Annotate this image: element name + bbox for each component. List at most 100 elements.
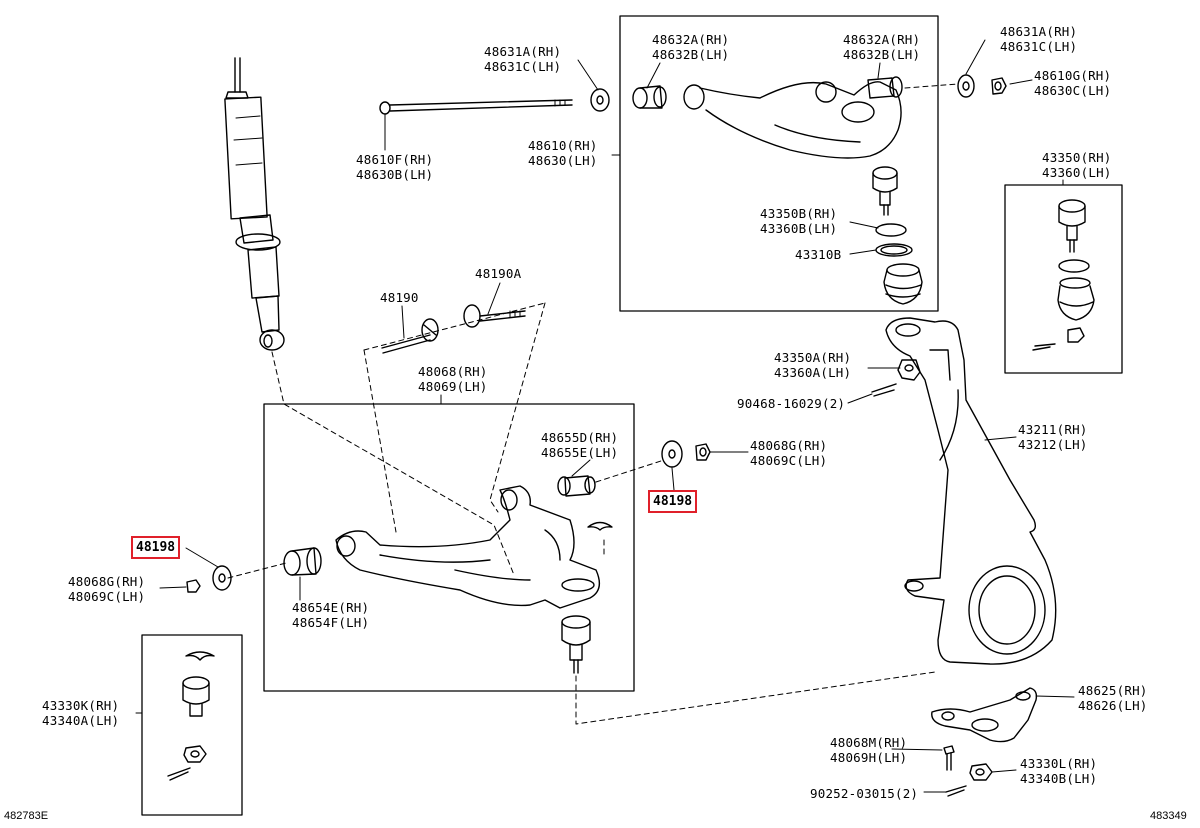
shock-absorber: [224, 57, 285, 351]
label-line: 43330L(RH): [1020, 756, 1098, 771]
label-line: 48190: [380, 290, 419, 305]
label-line: 43340A(LH): [42, 713, 120, 728]
label-upper-arm-bolt: 48610F(RH)48630B(LH): [356, 152, 433, 182]
knuckle-nut: [897, 359, 921, 381]
snap-ring-lower: [587, 521, 613, 531]
label-line: 48068G(RH): [750, 438, 828, 453]
label-cotter-pin-1: 90468-16029(2): [737, 396, 845, 411]
kit-ball-joint: [1032, 199, 1095, 351]
label-line: 48630(LH): [528, 153, 598, 168]
label-ball-joint-kit: 43350(RH)43360(LH): [1042, 150, 1112, 180]
label-lower-arm: 48068(RH)48069(LH): [418, 364, 488, 394]
cotter-pin-2: [945, 785, 967, 797]
label-upper-ball-joint: 43350B(RH)43360B(LH): [760, 206, 837, 236]
illustration-code-right: 483349: [1150, 810, 1187, 822]
label-lower-nut: 43330L(RH)43340B(LH): [1020, 756, 1097, 786]
label-upper-nut: 48610G(RH)48630C(LH): [1034, 68, 1111, 98]
label-line: 48068(RH): [418, 364, 488, 379]
front-nut: [186, 579, 201, 593]
label-line: 48631C(LH): [484, 59, 562, 74]
label-knuckle-nut: 43350A(RH)43360A(LH): [774, 350, 851, 380]
front-bushing: [283, 547, 322, 576]
bracket-bolt: [943, 745, 955, 771]
lower-arm-ball-joint: [561, 615, 591, 674]
label-line: 90468-16029(2): [737, 396, 846, 411]
label-line: 48068M(RH): [830, 735, 908, 750]
label-upper-washer-right: 48631A(RH)48631C(LH): [1000, 24, 1077, 54]
snap-ring-upper: [875, 223, 907, 237]
label-line: 48631C(LH): [1000, 39, 1078, 54]
lower-box-nut: [183, 745, 207, 763]
highlighted-part-48198-right[interactable]: 48198: [648, 490, 698, 513]
stabilizer-bracket: [931, 687, 1038, 743]
label-line: 48632A(RH): [843, 32, 921, 47]
label-line: 48625(RH): [1078, 683, 1148, 698]
label-cam-bolt: 48190: [380, 290, 419, 305]
label-front-nut: 48068G(RH)48069C(LH): [68, 574, 145, 604]
label-line: 43360A(LH): [774, 365, 852, 380]
label-line: 43211(RH): [1018, 422, 1088, 437]
label-line: 48069(LH): [418, 379, 488, 394]
upper-bushing-left: [632, 85, 667, 109]
label-line: 43212(LH): [1018, 437, 1088, 452]
cotter-pin-1: [871, 383, 897, 397]
upper-bushing-right: [867, 76, 903, 99]
label-line: 48610(RH): [528, 138, 598, 153]
cam-bolt: [381, 318, 439, 354]
label-upper-boot: 43310B: [795, 247, 841, 262]
label-line: 48631A(RH): [1000, 24, 1078, 39]
upper-ball-joint: [872, 166, 898, 216]
lower-box-cotter-pin: [167, 767, 191, 781]
label-line: 43340B(LH): [1020, 771, 1098, 786]
label-line: 43310B: [795, 247, 842, 262]
assembly-dashed-lines: [227, 83, 959, 725]
label-line: 48630B(LH): [356, 167, 434, 182]
upper-boot: [883, 263, 923, 305]
label-line: 48655E(LH): [541, 445, 619, 460]
label-line: 48190A: [475, 266, 522, 281]
label-line: 48655D(RH): [541, 430, 619, 445]
label-line: 90252-03015(2): [810, 786, 919, 801]
label-line: 48654E(RH): [292, 600, 370, 615]
washer-48198-right: [661, 440, 683, 468]
label-line: 48632A(RH): [652, 32, 730, 47]
label-line: 48610G(RH): [1034, 68, 1112, 83]
label-line: 48654F(LH): [292, 615, 370, 630]
label-line: 43360B(LH): [760, 221, 838, 236]
lower-arm-group-box: [263, 403, 635, 692]
label-bracket-bolt: 48068M(RH)48069H(LH): [830, 735, 907, 765]
label-line: 43350(RH): [1042, 150, 1112, 165]
label-shock-washer: 48631A(RH)48631C(LH): [484, 44, 561, 74]
lower-ball-joint-box: [141, 634, 243, 816]
label-bracket: 48625(RH)48626(LH): [1078, 683, 1148, 713]
label-rear-bushing: 48655D(RH)48655E(LH): [541, 430, 618, 460]
label-upper-arm: 48610(RH)48630(LH): [528, 138, 598, 168]
label-line: 48068G(RH): [68, 574, 146, 589]
upper-dust-cover: [875, 243, 913, 257]
steering-knuckle: [885, 317, 1057, 665]
label-cam-bolt-a: 48190A: [475, 266, 521, 281]
label-cotter-pin-2: 90252-03015(2): [810, 786, 918, 801]
illustration-code-left: 482783E: [4, 810, 49, 822]
label-knuckle: 43211(RH)43212(LH): [1018, 422, 1088, 452]
label-line: 43330K(RH): [42, 698, 120, 713]
highlighted-part-48198-left[interactable]: 48198: [131, 536, 181, 559]
label-line: 48632B(LH): [652, 47, 730, 62]
label-line: 43360(LH): [1042, 165, 1112, 180]
label-lower-ball-joint: 43330K(RH)43340A(LH): [42, 698, 119, 728]
rear-bushing: [557, 475, 596, 497]
label-rear-nut: 48068G(RH)48069C(LH): [750, 438, 827, 468]
label-line: 48626(LH): [1078, 698, 1148, 713]
label-line: 48069C(LH): [68, 589, 146, 604]
upper-control-arm: [683, 81, 902, 159]
label-line: 48069H(LH): [830, 750, 908, 765]
leader-lines: [135, 39, 1075, 793]
washer-48198-left: [212, 565, 232, 591]
label-line: 48069C(LH): [750, 453, 828, 468]
lower-box-ball-joint: [182, 676, 210, 717]
label-line: 48630C(LH): [1034, 83, 1112, 98]
label-line: 43350A(RH): [774, 350, 852, 365]
lower-box-snap-ring: [185, 651, 215, 661]
rear-nut: [695, 443, 711, 461]
